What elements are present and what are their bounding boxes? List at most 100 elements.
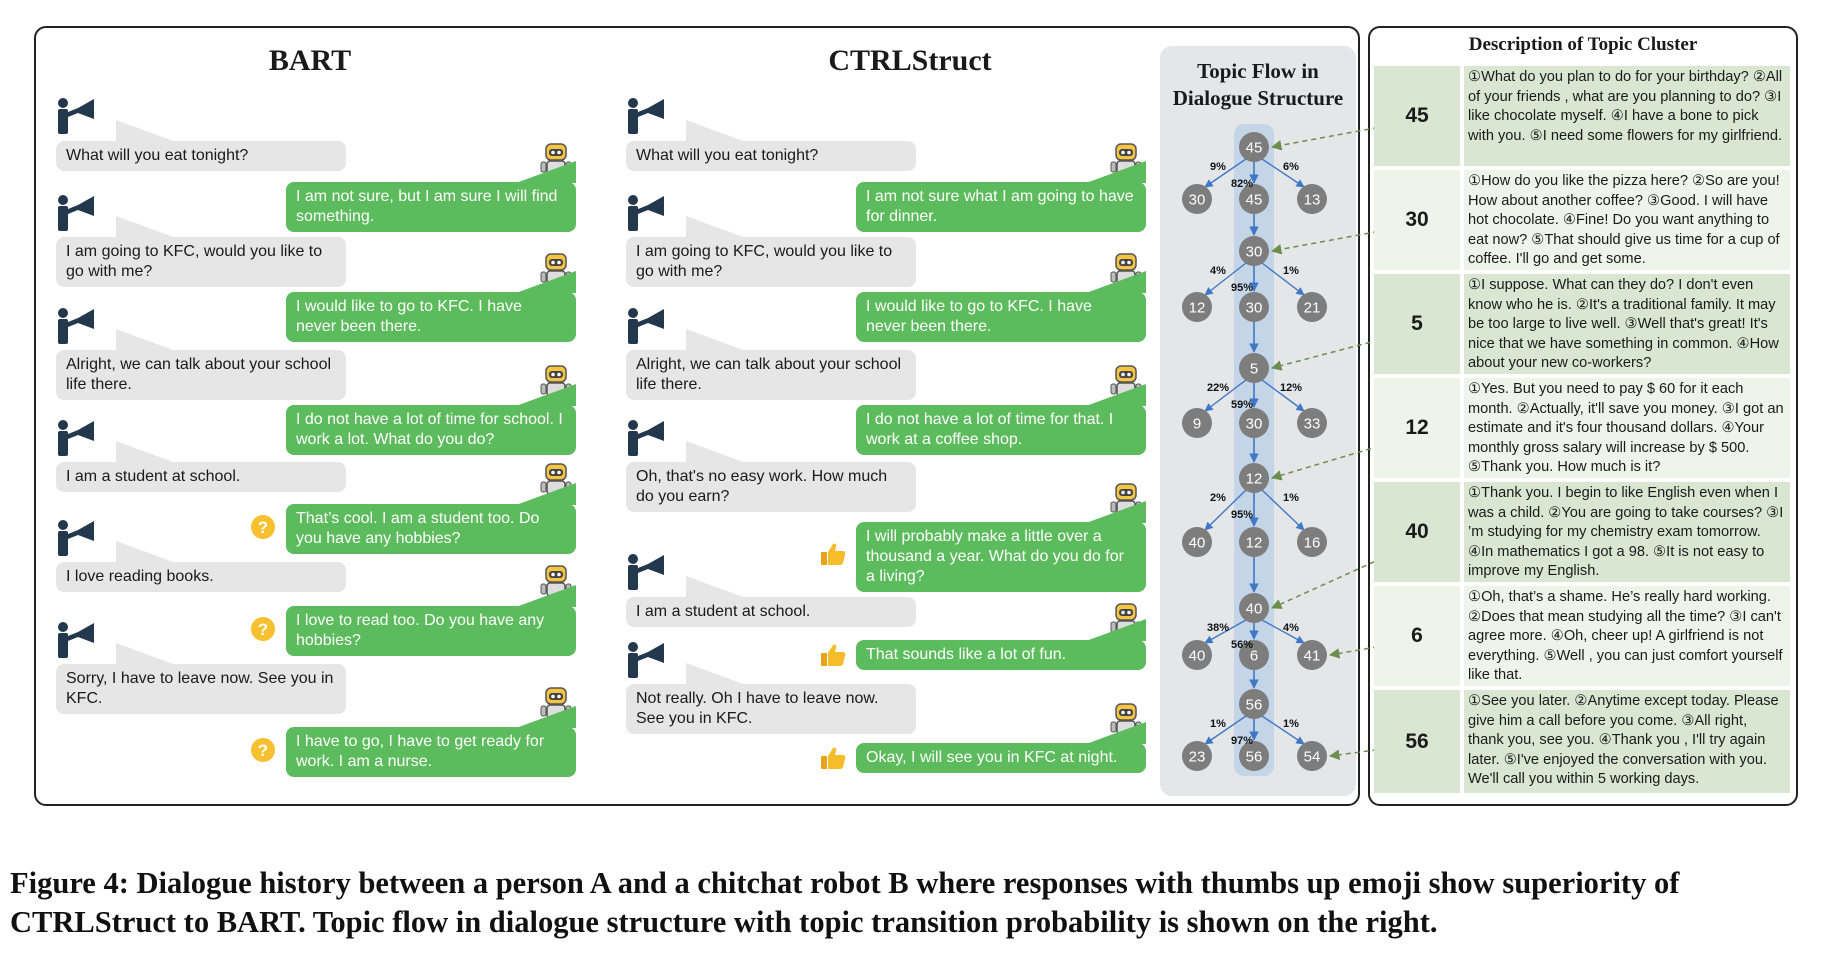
svg-text:6: 6 [1250, 648, 1258, 665]
svg-text:33: 33 [1304, 416, 1321, 433]
svg-text:12: 12 [1189, 300, 1206, 317]
svg-text:54: 54 [1304, 749, 1321, 766]
transition-probability: 97% [1231, 735, 1253, 747]
message-bubble-a: I am a student at school. [56, 462, 346, 492]
topic-node: 9 [1182, 408, 1212, 438]
topic-node: 12 [1239, 463, 1269, 493]
transition-probability: 9% [1210, 161, 1226, 173]
message-bubble-b: I am not sure what I am going to have fo… [856, 182, 1146, 232]
svg-text:41: 41 [1304, 648, 1321, 665]
message-bubble-a: What will you eat tonight? [56, 141, 346, 171]
svg-text:5: 5 [1250, 361, 1258, 378]
transition-probability: 95% [1231, 509, 1253, 521]
description-panel [1368, 26, 1798, 806]
bubble-tail [116, 120, 176, 142]
transition-probability: 82% [1231, 178, 1253, 190]
description-title: Description of Topic Cluster [1468, 34, 1698, 55]
topic-node: 54 [1297, 741, 1327, 771]
bubble-tail [516, 271, 576, 293]
topic-node: 30 [1239, 292, 1269, 322]
bubble-tail [1086, 384, 1146, 406]
topic-node: 30 [1239, 236, 1269, 266]
ctrlstruct-title: CTRLStruct [828, 44, 992, 77]
bubble-tail [116, 216, 176, 238]
cluster-description: ①I suppose. What can they do? I don't ev… [1464, 274, 1790, 374]
transition-probability: 38% [1207, 622, 1229, 634]
topic-node: 40 [1239, 593, 1269, 623]
svg-text:56: 56 [1246, 749, 1263, 766]
message-bubble-b: I am not sure, but I am sure I will find… [286, 182, 576, 232]
topic-node: 21 [1297, 292, 1327, 322]
topic-node: 41 [1297, 640, 1327, 670]
topic-node: 56 [1239, 741, 1269, 771]
topic-node: 12 [1182, 292, 1212, 322]
message-bubble-b: That’s cool. I am a student too. Do you … [286, 504, 576, 554]
svg-text:16: 16 [1304, 535, 1321, 552]
message-bubble-a: Alright, we can talk about your school l… [626, 350, 916, 400]
svg-text:56: 56 [1246, 697, 1263, 714]
transition-probability: 4% [1210, 265, 1226, 277]
transition-probability: 1% [1283, 265, 1299, 277]
bubble-tail [1086, 619, 1146, 641]
cluster-description: ①Oh, that’s a shame. He’s really hard wo… [1464, 586, 1790, 686]
message-bubble-b: I will probably make a little over a tho… [856, 522, 1146, 592]
svg-text:30: 30 [1246, 244, 1263, 261]
svg-text:40: 40 [1189, 648, 1206, 665]
bubble-tail [516, 706, 576, 728]
transition-probability: 95% [1231, 282, 1253, 294]
bubble-tail [1086, 271, 1146, 293]
message-bubble-b: I would like to go to KFC. I have never … [286, 292, 576, 342]
topic-node: 12 [1239, 527, 1269, 557]
message-bubble-a: I am going to KFC, would you like to go … [626, 237, 916, 287]
cluster-id: 40 [1374, 482, 1460, 582]
svg-text:?: ? [258, 518, 268, 537]
message-bubble-b: I do not have a lot of time for school. … [286, 405, 576, 455]
message-bubble-b: That sounds like a lot of fun. [856, 640, 1146, 670]
topic-node: 45 [1239, 132, 1269, 162]
message-bubble-a: Alright, we can talk about your school l… [56, 350, 346, 400]
transition-probability: 12% [1280, 382, 1302, 394]
cluster-id: 5 [1374, 274, 1460, 374]
bubble-tail [686, 663, 746, 685]
bubble-tail [116, 329, 176, 351]
message-bubble-a: Sorry, I have to leave now. See you in K… [56, 664, 346, 714]
bubble-tail [116, 541, 176, 563]
svg-text:30: 30 [1246, 416, 1263, 433]
svg-text:?: ? [258, 620, 268, 639]
cluster-description: ①Thank you. I begin to like English even… [1464, 482, 1790, 582]
figure-caption: Figure 4: Dialogue history between a per… [10, 866, 1680, 939]
transition-probability: 1% [1283, 718, 1299, 730]
bubble-tail [516, 483, 576, 505]
topic-node: 30 [1239, 408, 1269, 438]
message-bubble-b: I do not have a lot of time for that. I … [856, 405, 1146, 455]
message-bubble-b: I would like to go to KFC. I have never … [856, 292, 1146, 342]
bubble-tail [116, 643, 176, 665]
message-bubble-a: I am going to KFC, would you like to go … [56, 237, 346, 287]
topic-node: 45 [1239, 184, 1269, 214]
dialogue-panel [34, 26, 1360, 806]
message-bubble-a: I am a student at school. [626, 597, 916, 627]
svg-text:40: 40 [1189, 535, 1206, 552]
cluster-id: 56 [1374, 690, 1460, 793]
bubble-tail [516, 384, 576, 406]
bubble-tail [516, 585, 576, 607]
message-bubble-b: I have to go, I have to get ready for wo… [286, 727, 576, 777]
cluster-id: 45 [1374, 66, 1460, 166]
bubble-tail [686, 216, 746, 238]
svg-text:9: 9 [1193, 416, 1201, 433]
bubble-tail [686, 576, 746, 598]
transition-probability: 4% [1283, 622, 1299, 634]
transition-probability: 2% [1210, 492, 1226, 504]
cluster-id: 6 [1374, 586, 1460, 686]
bubble-tail [686, 329, 746, 351]
message-bubble-a: What will you eat tonight? [626, 141, 916, 171]
svg-text:12: 12 [1246, 471, 1263, 488]
message-bubble-a: I love reading books. [56, 562, 346, 592]
